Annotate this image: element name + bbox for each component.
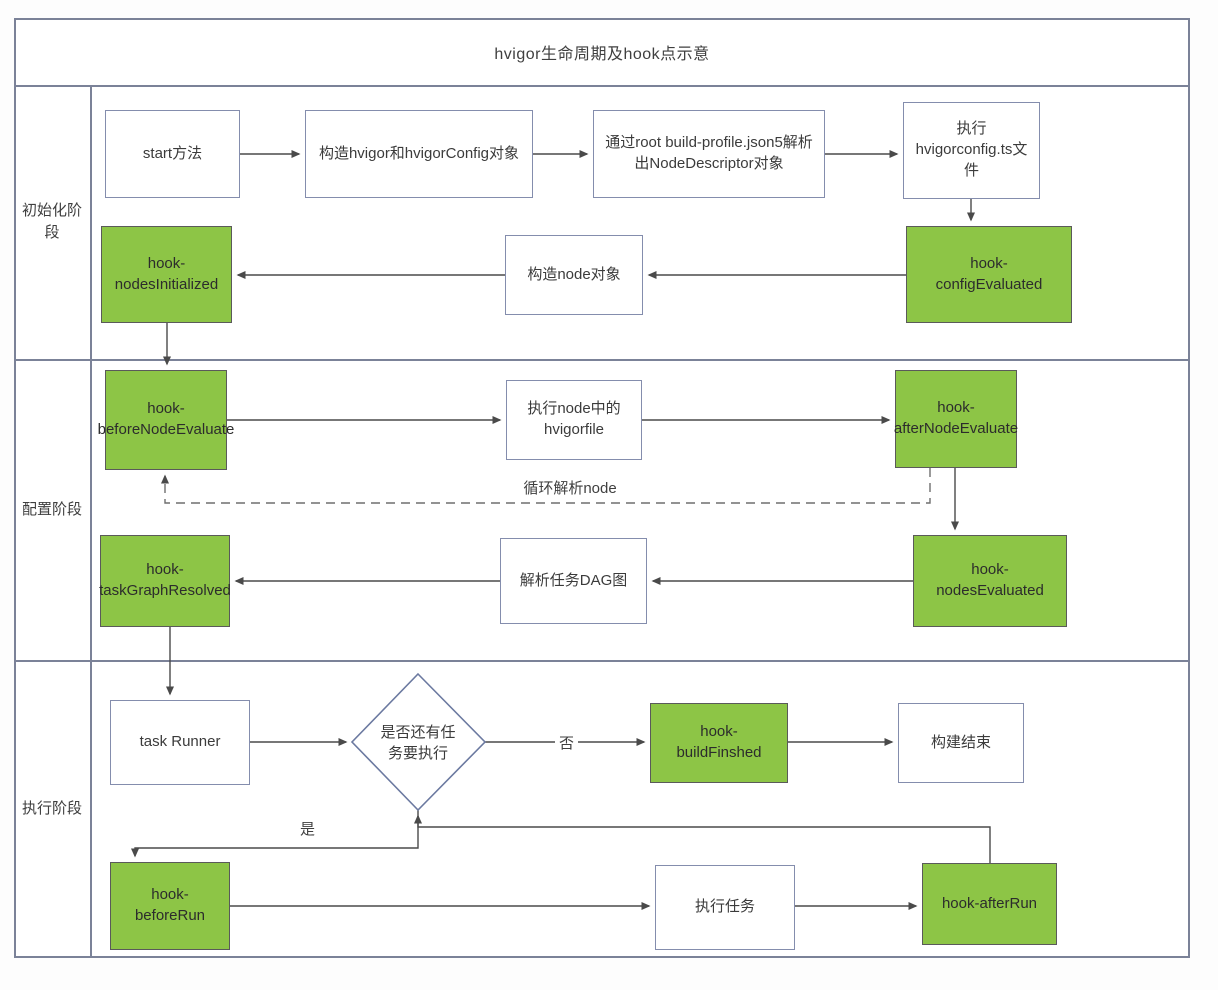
stage-label-config: 配置阶段 (22, 500, 83, 518)
node-parse-task-dag: 解析任务DAG图 (500, 538, 647, 624)
node-parse-node-descriptor: 通过root build-profile.json5解析出NodeDescrip… (593, 110, 825, 198)
node-hook-before-node-evaluate: hook-beforeNodeEvaluate (98, 370, 234, 470)
node-exec-hvigorconfig: 执行hvigorconfig.ts文件 (903, 102, 1040, 199)
stage-label-init: 初始化阶段 (22, 201, 83, 242)
node-hook-after-node-evaluate: hook-afterNodeEvaluate (894, 370, 1018, 468)
stage-label-exec: 执行阶段 (22, 800, 83, 818)
diagram-title: hvigor生命周期及hook点示意 (494, 45, 710, 63)
node-hook-build-finshed: hook-buildFinshed (650, 703, 788, 783)
node-task-runner: task Runner (110, 700, 250, 785)
node-build-node: 构造node对象 (505, 235, 643, 315)
stage-divider-1 (14, 359, 1190, 361)
node-build-end: 构建结束 (898, 703, 1024, 783)
node-hook-nodes-evaluated: hook-nodesEvaluated (913, 535, 1067, 627)
node-hook-after-run: hook-afterRun (922, 863, 1057, 945)
node-build-hvigor-config: 构造hvigor和hvigorConfig对象 (305, 110, 533, 198)
node-hook-config-evaluated: hook-configEvaluated (906, 226, 1072, 323)
edge-label-yes: 是 (300, 821, 316, 838)
edge-label-loop-parse-node: 循环解析node (523, 480, 617, 497)
title-divider (14, 85, 1190, 87)
stage-column-divider (90, 85, 92, 958)
node-hook-nodes-initialized: hook-nodesInitialized (101, 226, 232, 323)
stage-divider-2 (14, 660, 1190, 662)
node-exec-hvigorfile: 执行node中的hvigorfile (506, 380, 642, 460)
decision-label: 是否还有任务要执行 (380, 724, 456, 762)
node-exec-task: 执行任务 (655, 865, 795, 950)
node-start-method: start方法 (105, 110, 240, 198)
node-hook-task-graph-resolved: hook-taskGraphResolved (99, 535, 231, 627)
node-hook-before-run: hook-beforeRun (110, 862, 230, 950)
edge-label-no: 否 (555, 732, 579, 753)
